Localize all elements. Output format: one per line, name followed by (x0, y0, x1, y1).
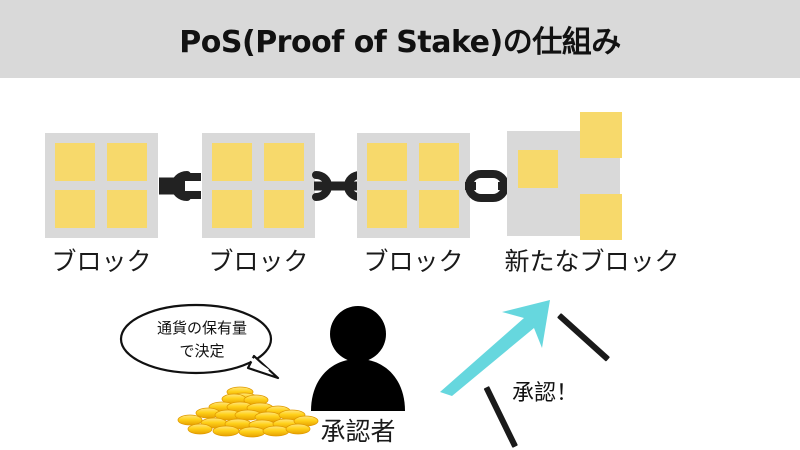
chain-link-2 (312, 165, 364, 212)
chain-link-3 (464, 168, 510, 209)
approval-label: 承認！ (512, 380, 579, 405)
speech-bubble: 通貨の保有量 で決定 (118, 302, 286, 382)
block-1-cell-1 (55, 143, 95, 181)
block-3-cell-1 (367, 143, 407, 181)
block-2-cell-3 (212, 190, 252, 228)
block-1-cell-2 (107, 143, 147, 181)
block-3-cell-4 (419, 190, 459, 228)
block-4-cell-placed (518, 150, 558, 188)
block-3-cell-2 (419, 143, 459, 181)
block-4-cell-incoming-top (580, 112, 622, 158)
gold-coin-pile-icon (168, 382, 328, 442)
block-2-label: ブロック (208, 249, 309, 276)
bubble-line-1: 通貨の保有量 (156, 321, 247, 337)
block-3-label: ブロック (363, 249, 464, 276)
block-3 (357, 133, 470, 238)
validator-person-icon (303, 303, 413, 413)
chain-link-1 (155, 165, 205, 212)
block-4-cell-incoming-bottom (580, 194, 622, 240)
header-band (0, 0, 800, 78)
block-1-cell-4 (107, 190, 147, 228)
validator-label: 承認者 (320, 419, 396, 446)
block-2-cell-4 (264, 190, 304, 228)
block-1 (45, 133, 158, 238)
block-2-cell-2 (264, 143, 304, 181)
approval-arrow-icon (438, 296, 568, 396)
block-1-cell-3 (55, 190, 95, 228)
block-4-label: 新たなブロック (504, 249, 680, 276)
bubble-line-2: で決定 (179, 344, 225, 360)
block-2 (202, 133, 315, 238)
block-3-cell-3 (367, 190, 407, 228)
block-1-label: ブロック (51, 249, 152, 276)
block-2-cell-1 (212, 143, 252, 181)
page-title: PoS(Proof of Stake)の仕組み (179, 25, 621, 60)
